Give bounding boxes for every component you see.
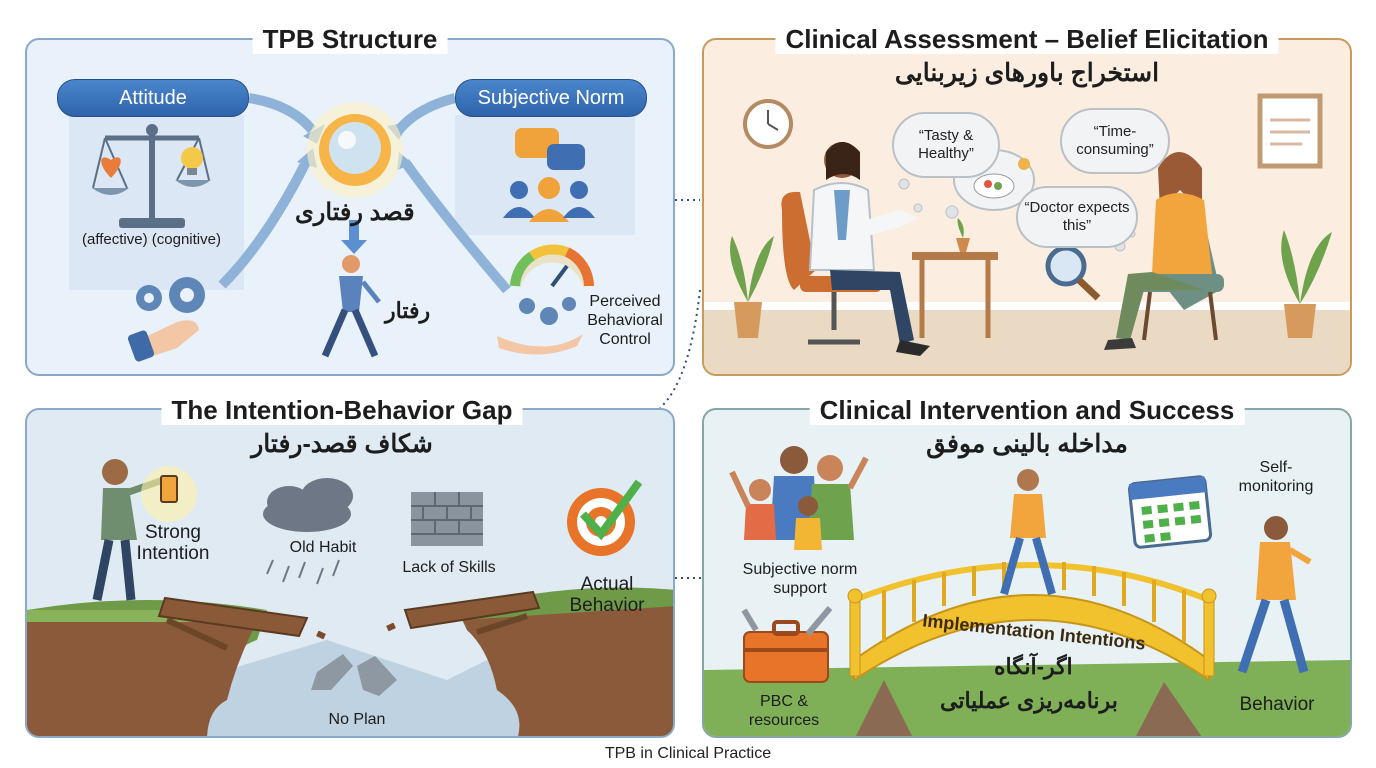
panel-clinical-intervention: Implementation Intentions Subjective nor… (702, 408, 1352, 738)
panel-intention-gap: Strong Intention Old Habit Lack of Skill… (25, 408, 675, 738)
belief-bubble-doctor: “Doctor expects this” (1016, 186, 1138, 248)
strong-intention-label: Strong Intention (136, 522, 210, 564)
old-habit-label: Old Habit (289, 539, 357, 556)
lack-of-skills-label: Lack of Skills (402, 559, 496, 576)
pbc-label: Perceived Behavioral Control (587, 293, 663, 348)
if-then-label-fa: اگر-آنگاه (994, 654, 1073, 679)
tpb-illustration (69, 93, 635, 362)
no-plan-label: No Plan (328, 711, 386, 728)
intervention-illustration (704, 446, 1350, 736)
subjective-norm-pill: Subjective Norm (455, 79, 647, 117)
actual-behavior-label: Actual Behavior (569, 574, 645, 616)
panel-tpb-structure: Attitude Subjective Norm (affective) (co… (25, 38, 675, 376)
clinical-intervention-subtitle-fa: مداخله بالینی موفق (926, 430, 1128, 458)
intention-gap-subtitle-fa: شکاف قصد-رفتار (251, 430, 433, 458)
tpb-structure-title: TPB Structure (252, 24, 448, 54)
clinical-assessment-title: Clinical Assessment – Belief Elicitation (775, 24, 1279, 54)
belief-bubble-time: “Time-consuming” (1060, 108, 1170, 174)
norm-support-label: Subjective norm support (742, 561, 858, 597)
gap-illustration (27, 459, 673, 736)
pbc-resources-label: PBC & resources (748, 693, 820, 729)
clinical-intervention-title: Clinical Intervention and Success (809, 395, 1245, 425)
figure-caption: TPB in Clinical Practice (604, 745, 772, 762)
behavior-label: Behavior (1239, 694, 1315, 715)
clinical-assessment-subtitle-fa: استخراج باورهای زیربنایی (894, 59, 1160, 87)
operational-planning-label-fa: برنامه‌ریزی عملیاتی (940, 688, 1118, 713)
self-monitoring-label: Self-monitoring (1238, 459, 1314, 495)
attitude-pill: Attitude (57, 79, 249, 117)
attitude-components: (affective) (cognitive) (82, 231, 221, 248)
intention-label-fa: قصد رفتاری (295, 199, 415, 226)
panel-clinical-assessment: “Tasty & Healthy” “Time-consuming” “Doct… (702, 38, 1352, 376)
intention-gap-title: The Intention-Behavior Gap (161, 395, 523, 425)
behavior-label-fa: رفتار (385, 298, 431, 323)
belief-bubble-tasty: “Tasty & Healthy” (892, 112, 1000, 178)
assessment-illustration (704, 93, 1350, 374)
